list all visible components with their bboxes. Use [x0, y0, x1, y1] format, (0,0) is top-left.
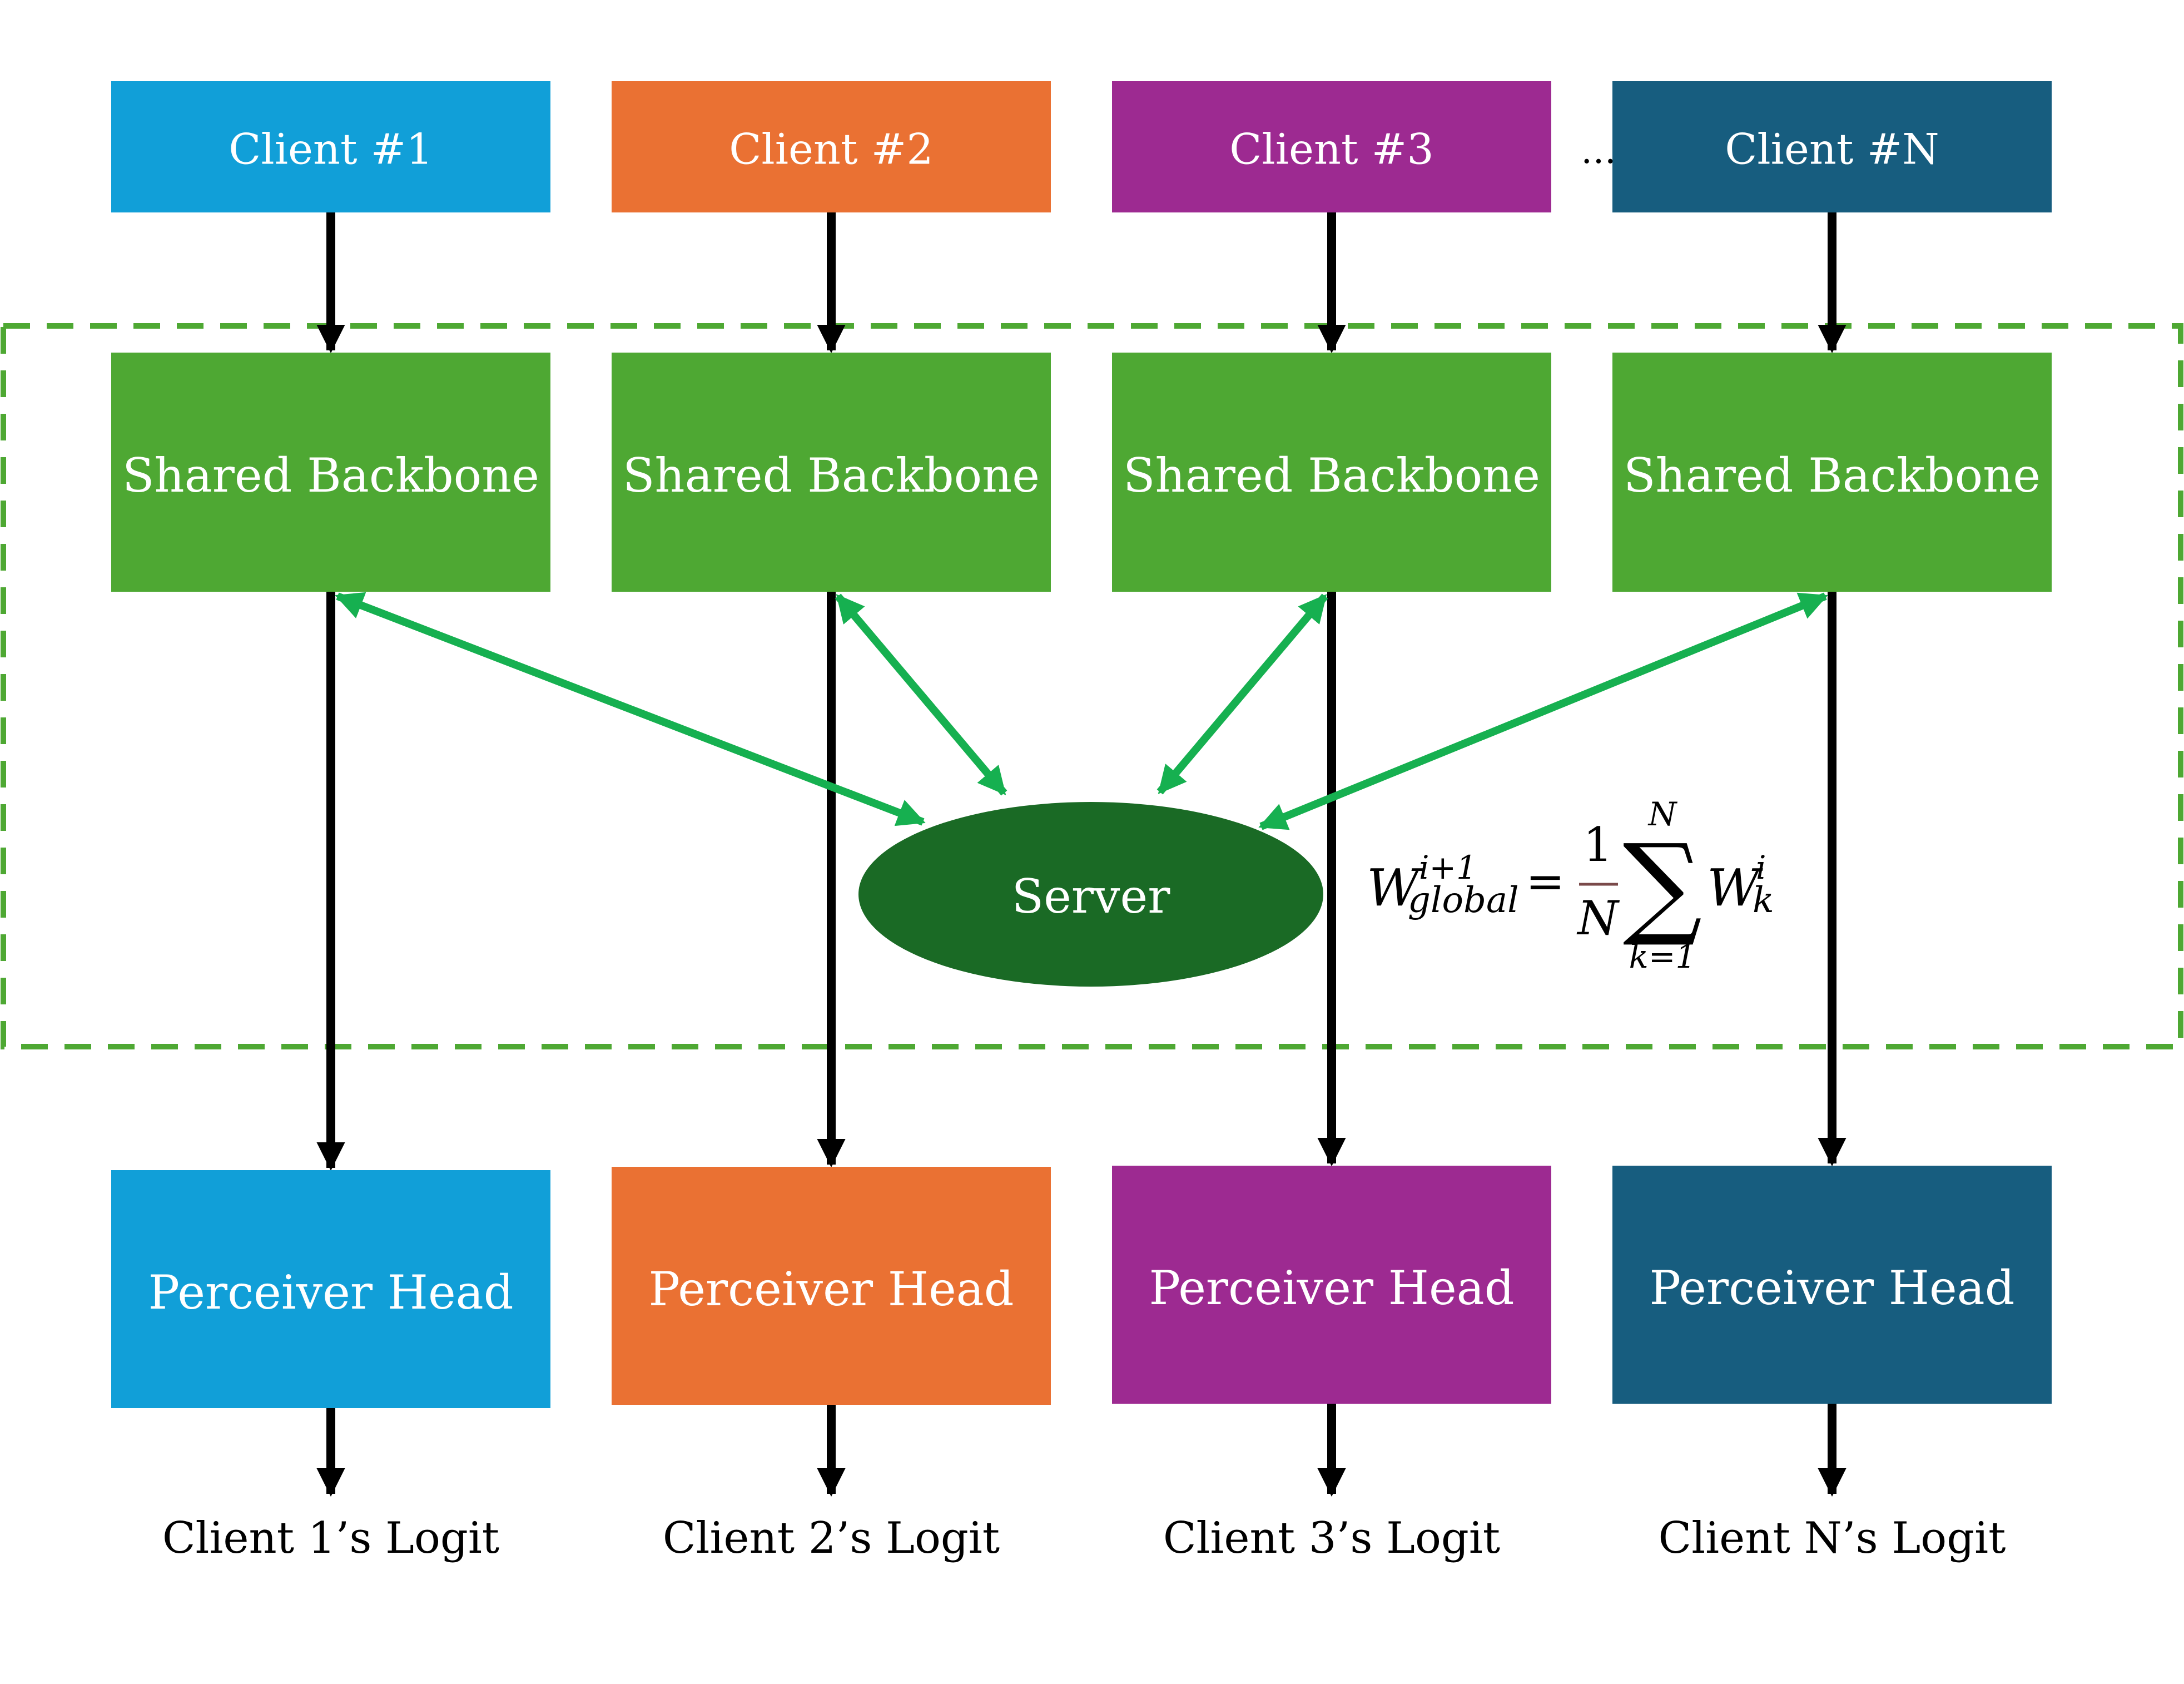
client-label: Client #1	[229, 125, 433, 174]
formula-rhs-subscript: k	[1753, 880, 1774, 921]
backbone-server-sync-arrow-4	[1258, 592, 1828, 830]
formula-sum-lower: k=1	[1629, 938, 1696, 975]
formula-sum-upper: N	[1647, 795, 1678, 833]
sync-arrows	[335, 592, 1828, 830]
formula-lhs-symbol: W	[1367, 858, 1423, 918]
formula-sum-symbol: ∑	[1623, 820, 1702, 950]
more-clients-ellipsis: …	[1581, 131, 1616, 172]
shared-backbone-label: Shared Backbone	[1123, 448, 1540, 503]
formula-lhs-subscript: global	[1408, 880, 1519, 921]
server-label: Server	[1012, 869, 1171, 924]
federated-region-border	[1, 323, 2183, 1049]
formula-equals: =	[1526, 854, 1565, 909]
formula-lhs-superscript: i+1	[1419, 849, 1477, 886]
formula-numerator: 1	[1583, 818, 1612, 872]
client-label: Client #N	[1725, 125, 1939, 174]
aggregation-formula: W i+1 global = 1 N N ∑ k=1 W i k	[1367, 795, 1774, 975]
backbone-server-sync-arrow-3	[1156, 593, 1328, 795]
shared-backbone-box	[1112, 353, 1551, 592]
client-logit-label: Client N’s Logit	[1659, 1513, 2006, 1563]
client-logit-label: Client 2’s Logit	[663, 1513, 1000, 1563]
formula-rhs-superscript: i	[1756, 849, 1766, 886]
client-box	[111, 81, 550, 212]
backbone-server-sync-arrow-1	[335, 592, 926, 826]
client-label: Client #2	[729, 125, 933, 174]
server-ellipse	[858, 802, 1323, 987]
perceiver-head-box	[612, 1167, 1051, 1405]
client-logit-label: Client 3’s Logit	[1163, 1513, 1500, 1563]
perceiver-head-box	[1112, 1166, 1551, 1404]
shared-backbone-label: Shared Backbone	[1624, 448, 2041, 503]
client-box	[1112, 81, 1551, 212]
client-logit-label: Client 1’s Logit	[162, 1513, 499, 1563]
shared-backbone-label: Shared Backbone	[623, 448, 1040, 503]
shared-backbone-label: Shared Backbone	[122, 448, 539, 503]
client-box	[612, 81, 1051, 212]
perceiver-head-box	[1612, 1166, 2052, 1404]
shared-backbone-box	[1612, 353, 2052, 592]
client-label: Client #3	[1229, 125, 1433, 174]
shared-backbone-box	[612, 353, 1051, 592]
shared-backbone-box	[111, 353, 550, 592]
client-box	[1612, 81, 2052, 212]
formula-denominator: N	[1576, 891, 1620, 945]
formula-rhs-symbol: W	[1707, 858, 1763, 918]
perceiver-head-label: Perceiver Head	[648, 1262, 1014, 1316]
perceiver-head-label: Perceiver Head	[148, 1265, 513, 1320]
backbone-server-sync-arrow-2	[835, 593, 1007, 796]
perceiver-head-label: Perceiver Head	[1149, 1261, 1514, 1315]
perceiver-head-box	[111, 1170, 550, 1408]
perceiver-head-label: Perceiver Head	[1649, 1261, 2014, 1315]
server-node: Server	[858, 802, 1323, 987]
